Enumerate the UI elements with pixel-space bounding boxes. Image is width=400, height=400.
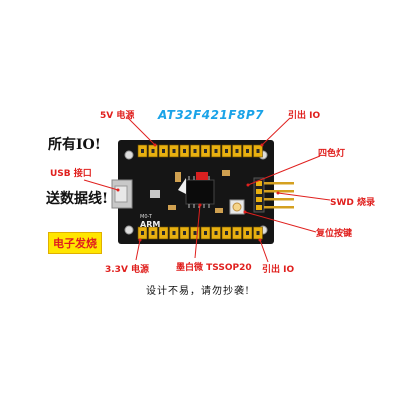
- label-reset-button: 复位按键: [316, 229, 353, 239]
- silkscreen-arm: ARM: [140, 220, 161, 229]
- swd-header: [253, 177, 265, 213]
- label-chip: 墨白微 TSSOP20: [176, 263, 252, 273]
- label-3v3-power: 3.3V 电源: [105, 265, 150, 275]
- note-data-cable: 送数据线!: [46, 191, 109, 207]
- mcu-chip: [185, 179, 215, 205]
- label-four-color-led: 四色灯: [318, 149, 346, 159]
- label-5v-power: 5V 电源: [100, 111, 135, 121]
- swd-pin: [264, 198, 294, 201]
- swd-pin: [264, 206, 294, 209]
- bottom-pin-header: [137, 226, 263, 240]
- mounting-hole: [124, 150, 134, 160]
- label-swd-flash: SWD 烧录: [330, 198, 376, 208]
- swd-pin: [264, 190, 294, 193]
- label-io-out-bottom: 引出 IO: [262, 265, 295, 275]
- note-all-io: 所有IO!: [48, 137, 101, 153]
- mounting-hole: [124, 225, 134, 235]
- top-pin-header: [137, 144, 263, 158]
- silkscreen-model: M0-T: [140, 214, 152, 220]
- note-design-notice: 设计不易，请勿抄袭!: [146, 286, 251, 297]
- rgb-led: [196, 172, 208, 180]
- chip-title: AT32F421F8P7: [158, 108, 264, 122]
- label-usb-port: USB 接口: [50, 169, 92, 179]
- badge-electronic-hobby: 电子发烧: [48, 232, 102, 254]
- label-io-out-top: 引出 IO: [288, 111, 321, 121]
- swd-pin: [264, 182, 294, 185]
